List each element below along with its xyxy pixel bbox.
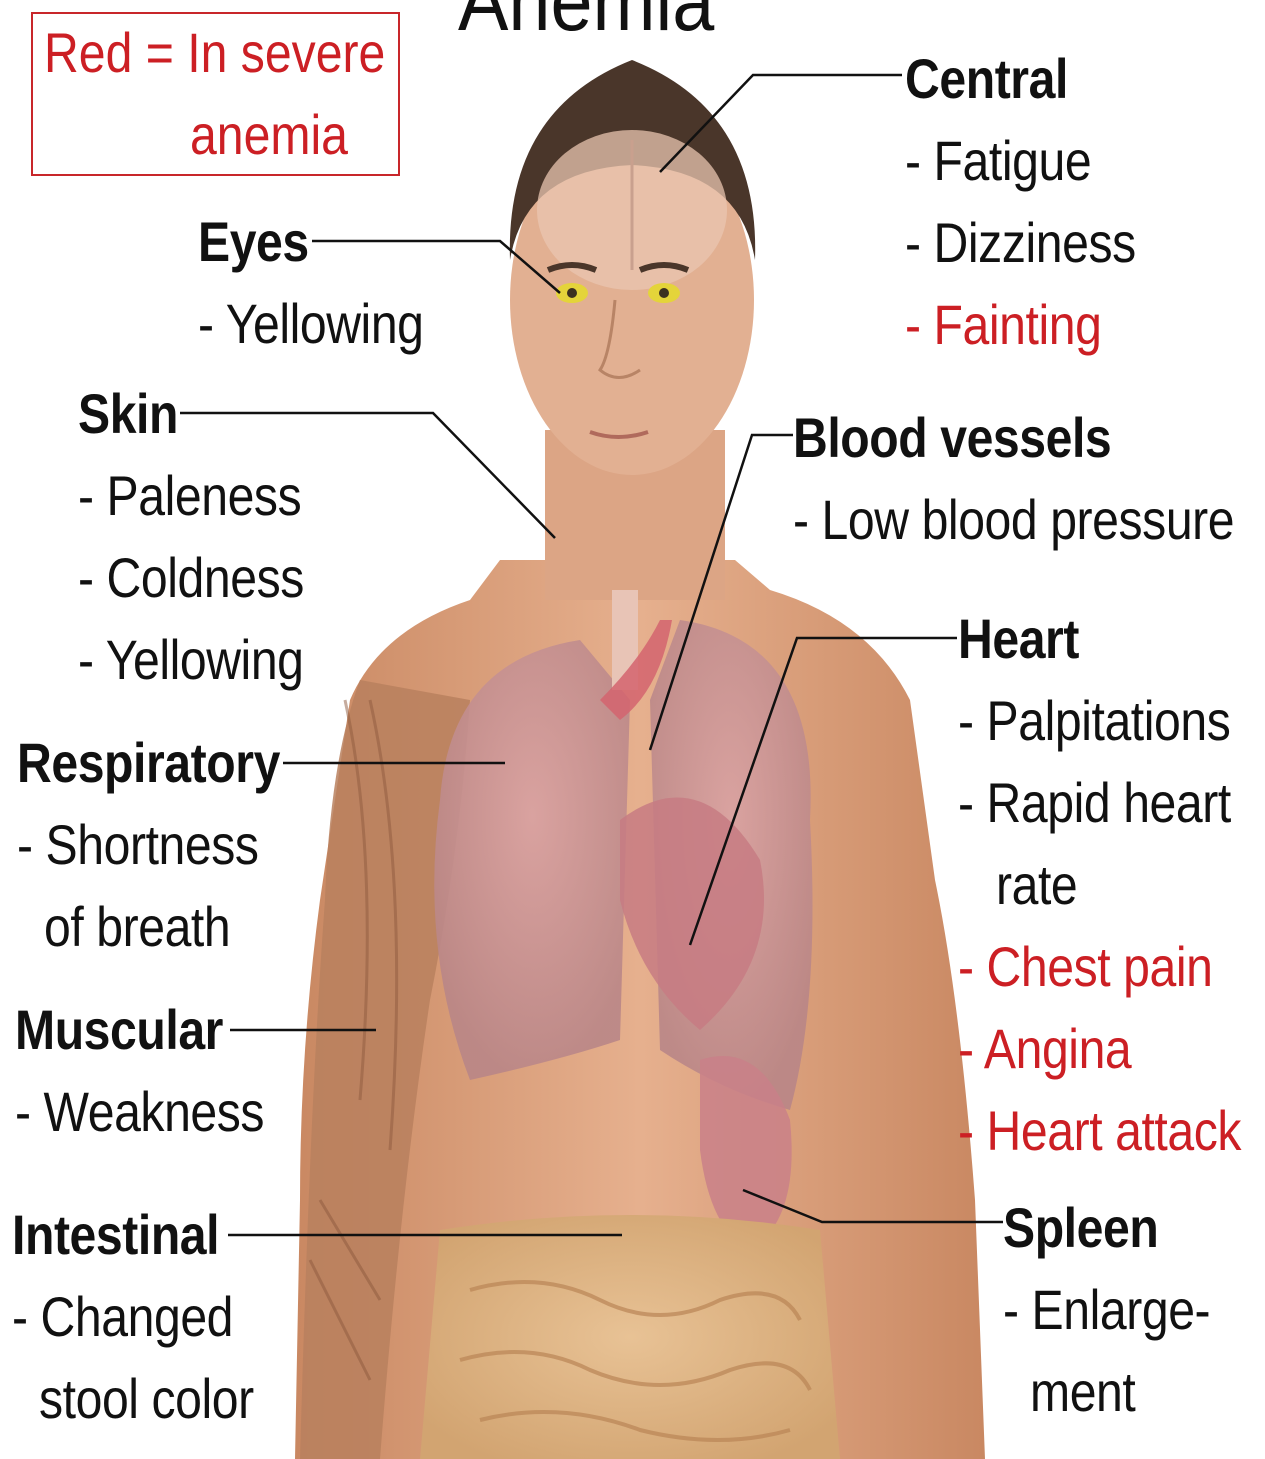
central-symptom: - Fatigue — [905, 120, 1091, 202]
blood-vessels-heading: Blood vessels — [793, 397, 1111, 479]
skin-symptom: - Paleness — [78, 455, 301, 537]
respiratory-symptom: of breath — [44, 886, 230, 968]
heart-symptom: - Palpitations — [958, 680, 1230, 762]
blood-vessels-symptom: - Low blood pressure — [793, 479, 1234, 561]
eyes-heading: Eyes — [198, 201, 309, 283]
respiratory-heading: Respiratory — [17, 722, 280, 804]
muscular-symptom: - Weakness — [15, 1071, 264, 1153]
skin-heading: Skin — [78, 373, 178, 455]
intestinal-symptom: stool color — [39, 1358, 254, 1440]
legend-line-2: anemia — [190, 94, 348, 176]
heart-symptom-severe: - Chest pain — [958, 926, 1213, 1008]
heart-symptom-severe: - Angina — [958, 1008, 1131, 1090]
skin-symptom: - Coldness — [78, 537, 304, 619]
spleen-symptom: ment — [1030, 1351, 1135, 1433]
central-heading: Central — [905, 38, 1068, 120]
skin-symptom: - Yellowing — [78, 619, 304, 701]
legend-line-1: Red = In severe — [44, 12, 385, 94]
intestines-shape — [420, 1215, 840, 1459]
central-symptom-severe: - Fainting — [905, 284, 1101, 366]
spleen-symptom: - Enlarge- — [1003, 1269, 1210, 1351]
head-shape — [510, 60, 755, 475]
heart-symptom-severe: - Heart attack — [958, 1090, 1241, 1172]
central-symptom: - Dizziness — [905, 202, 1136, 284]
heart-symptom: - Rapid heart — [958, 762, 1231, 844]
heart-symptom: rate — [996, 844, 1077, 926]
muscular-heading: Muscular — [15, 989, 223, 1071]
heart-heading: Heart — [958, 598, 1079, 680]
intestinal-symptom: - Changed — [12, 1276, 233, 1358]
spleen-heading: Spleen — [1003, 1187, 1158, 1269]
diagram-title: Anemia — [458, 0, 714, 46]
respiratory-symptom: - Shortness — [17, 804, 259, 886]
intestinal-heading: Intestinal — [12, 1194, 219, 1276]
eyes-symptom: - Yellowing — [198, 283, 424, 365]
